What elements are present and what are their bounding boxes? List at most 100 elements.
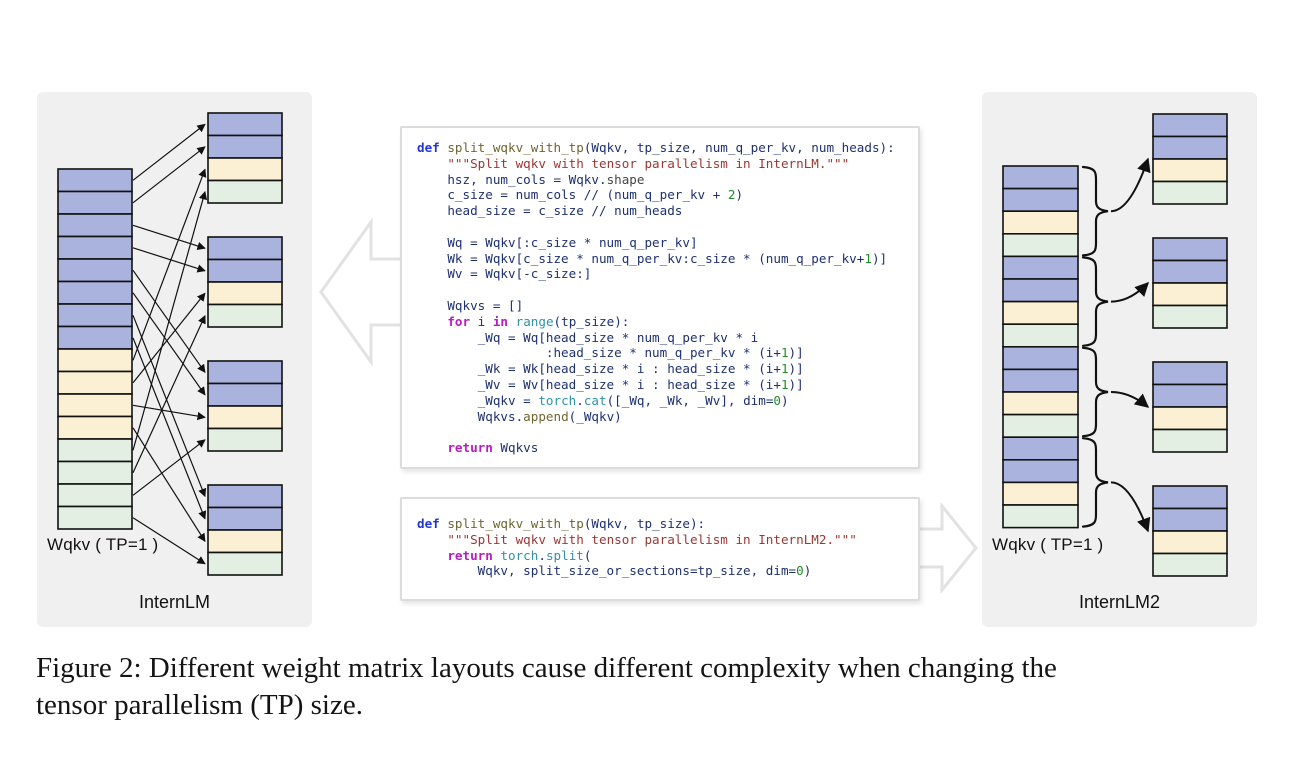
row-copy-arrow [132, 224, 206, 251]
split-matrix-2-cell [1152, 361, 1228, 386]
wqkv-matrix-cell [1002, 323, 1079, 348]
internlm-weight-diagram [57, 112, 283, 576]
row-copy-arrow [132, 292, 206, 396]
split-matrix-2-cell [207, 360, 283, 385]
split-matrix-2-cell [1152, 406, 1228, 431]
code-block-internlm: def split_wqkv_with_tp(Wqkv, tp_size, nu… [400, 126, 920, 469]
wqkv-matrix-cell [1002, 368, 1079, 393]
internlm2-weight-diagram [1002, 113, 1228, 577]
split-matrix-0-cell [1152, 180, 1228, 205]
internlm2-title: InternLM2 [1078, 592, 1161, 612]
figure-caption-line1: Figure 2: Different weight matrix layout… [36, 652, 1057, 684]
row-copy-arrow [132, 439, 206, 496]
wqkv-matrix-cell [57, 190, 133, 215]
group-split-arrow [1110, 281, 1149, 303]
wqkv-matrix-cell [57, 460, 133, 485]
split-matrix-1-cell [207, 303, 283, 328]
wqkv-matrix-cell [57, 370, 133, 395]
split-matrix-1-cell [207, 258, 283, 283]
row-copy-arrow [132, 168, 207, 361]
wqkv-matrix-cell [57, 348, 133, 373]
split-matrix-0-cell [207, 134, 283, 159]
wqkv-matrix-cell [1002, 504, 1079, 529]
wqkv-matrix-cell [1002, 458, 1079, 484]
group-split-arrow [1110, 391, 1150, 408]
group-split-arrow [1110, 481, 1151, 533]
code-line: Wv = Wqkv[-c_size:] [417, 266, 592, 282]
wqkv-matrix-cell [1002, 391, 1079, 416]
group-split-arrow [1110, 157, 1151, 213]
split-matrix-3-cell [207, 529, 283, 554]
row-copy-arrow [132, 269, 206, 373]
code-line: _Wk = Wk[head_size * i : head_size * (i+… [417, 361, 804, 377]
split-matrix-1-cell [1152, 237, 1228, 262]
code-line [417, 424, 918, 440]
wqkv-matrix-cell [57, 168, 133, 193]
internlm2-matrix-label: Wqkv ( TP=1 ) [992, 535, 1104, 554]
wqkv-matrix-cell [1002, 481, 1079, 506]
code-line: Wk = Wqkv[c_size * num_q_per_kv:c_size *… [417, 250, 888, 266]
code-line: hsz, num_cols = Wqkv.shape [417, 171, 645, 187]
split-matrix-2-cell [207, 405, 283, 430]
code-block-internlm2: def split_wqkv_with_tp(Wqkv, tp_size): "… [400, 497, 920, 601]
split-matrix-1-cell [1152, 304, 1228, 329]
figure-caption: Figure 2: Different weight matrix layout… [36, 650, 1286, 724]
code-internlm-lines: def split_wqkv_with_tp(Wqkv, tp_size, nu… [417, 140, 918, 456]
split-matrix-0-cell [1152, 135, 1228, 160]
wqkv-matrix-cell [1002, 413, 1079, 439]
wqkv-matrix-cell [57, 280, 133, 305]
code-line: return torch.split( [447, 547, 592, 563]
row-copy-arrow [132, 123, 206, 181]
block-arrow-left-icon [319, 217, 413, 367]
wqkv-matrix-cell [57, 415, 133, 440]
wqkv-matrix-cell [1002, 210, 1079, 235]
code-line [417, 219, 918, 235]
split-matrix-0-cell [207, 179, 283, 204]
wqkv-matrix-cell [57, 325, 133, 350]
row-copy-arrow [132, 315, 207, 498]
split-matrix-1-cell [207, 281, 283, 306]
wqkv-matrix-cell [1002, 300, 1079, 326]
internlm2-panel: Wqkv ( TP=1 ) InternLM2 [982, 92, 1257, 627]
split-matrix-3-cell [1152, 530, 1228, 555]
split-matrix-2-cell [207, 382, 283, 407]
code-line: Wqkvs = [] [417, 297, 524, 313]
internlm-matrix-label: Wqkv ( TP=1 ) [47, 535, 159, 554]
wqkv-matrix-cell [57, 213, 133, 238]
code-line: :head_size * num_q_per_kv * (i+1)] [417, 345, 804, 361]
wqkv-matrix-cell [57, 303, 133, 328]
row-copy-arrow [132, 247, 206, 273]
split-matrix-2-cell [1152, 428, 1228, 453]
row-copy-arrow [132, 337, 207, 520]
split-matrix-1-cell [1152, 282, 1228, 307]
split-matrix-0-cell [1152, 113, 1228, 138]
split-matrix-3-cell [1152, 552, 1228, 577]
code-line [417, 282, 918, 298]
code-internlm2-lines: def split_wqkv_with_tp(Wqkv, tp_size): "… [417, 516, 918, 579]
group-brace [1081, 256, 1109, 347]
wqkv-matrix-cell [1002, 346, 1079, 371]
code-line: Wqkvs.append(_Wqkv) [417, 408, 622, 424]
code-line: def split_wqkv_with_tp(Wqkv, tp_size, nu… [417, 140, 895, 155]
split-matrix-1-cell [207, 236, 283, 261]
wqkv-matrix-cell [57, 393, 133, 418]
split-matrix-0-cell [1152, 158, 1228, 183]
split-matrix-1-cell [1152, 259, 1228, 284]
code-line: Wqkv, split_size_or_sections=tp_size, di… [417, 563, 812, 579]
split-matrix-3-cell [207, 506, 283, 531]
figure-caption-line2: tensor parallelism (TP) size. [36, 689, 363, 721]
row-copy-arrow [132, 315, 206, 474]
group-brace [1081, 346, 1109, 438]
wqkv-matrix-cell [1002, 187, 1079, 212]
split-matrix-0-cell [207, 112, 283, 137]
wqkv-matrix-cell [57, 483, 133, 508]
wqkv-matrix-cell [1002, 165, 1079, 190]
row-copy-arrow [132, 146, 206, 204]
wqkv-matrix-cell [57, 258, 133, 283]
code-line: """Split wqkv with tensor parallelism in… [447, 155, 850, 171]
code-line: return Wqkvs [447, 440, 539, 456]
group-brace [1081, 437, 1109, 528]
row-copy-arrow [132, 517, 206, 565]
split-matrix-0-cell [207, 157, 283, 182]
